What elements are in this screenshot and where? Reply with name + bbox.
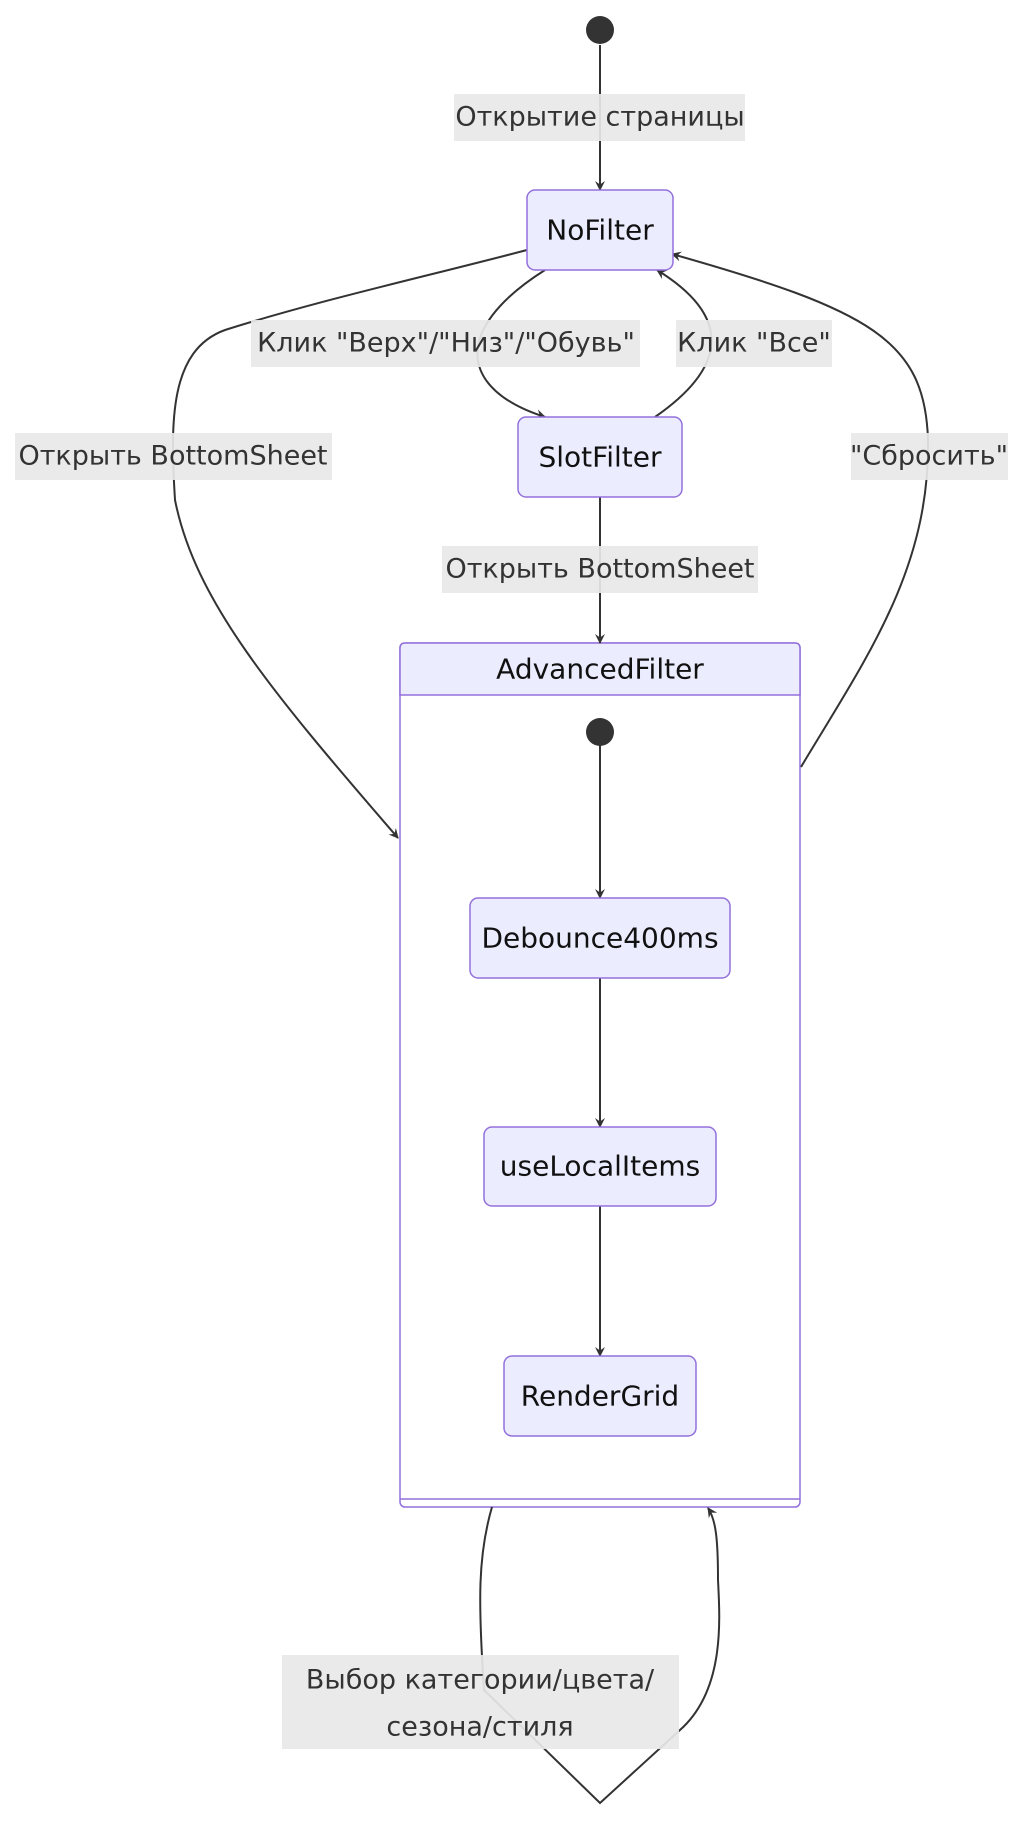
label-click-all: Клик "Все"	[677, 328, 831, 359]
label-click-slot: Клик "Верх"/"Низ"/"Обувь"	[257, 328, 635, 359]
advanced-filter-title: AdvancedFilter	[496, 653, 704, 686]
start-dot	[586, 16, 614, 44]
state-nofilter-label: NoFilter	[546, 214, 654, 247]
state-rendergrid: RenderGrid	[503, 1355, 697, 1437]
label-open-sheet-center: Открыть BottomSheet	[445, 554, 754, 585]
label-open-sheet-left: Открыть BottomSheet	[18, 441, 327, 472]
inner-start-dot	[586, 718, 614, 746]
state-slotfilter: SlotFilter	[517, 416, 683, 498]
state-uselocalitems-label: useLocalItems	[500, 1150, 700, 1183]
state-debounce-label: Debounce400ms	[481, 922, 718, 955]
edge-labels: Открытие страницы Клик "Верх"/"Низ"/"Обу…	[15, 94, 1008, 1749]
state-nofilter: NoFilter	[526, 189, 674, 271]
label-select-line2: сезона/стиля	[386, 1712, 573, 1743]
state-uselocalitems: useLocalItems	[483, 1126, 717, 1207]
state-rendergrid-label: RenderGrid	[521, 1380, 679, 1413]
label-open-page: Открытие страницы	[455, 102, 744, 133]
state-debounce: Debounce400ms	[469, 897, 731, 979]
state-slotfilter-label: SlotFilter	[538, 441, 661, 474]
label-reset: "Сбросить"	[850, 441, 1008, 472]
label-select-line1: Выбор категории/цвета/	[306, 1665, 655, 1696]
edge-nofilter-to-advanced	[172, 249, 528, 839]
edge-advanced-self-loop	[479, 1506, 721, 1805]
